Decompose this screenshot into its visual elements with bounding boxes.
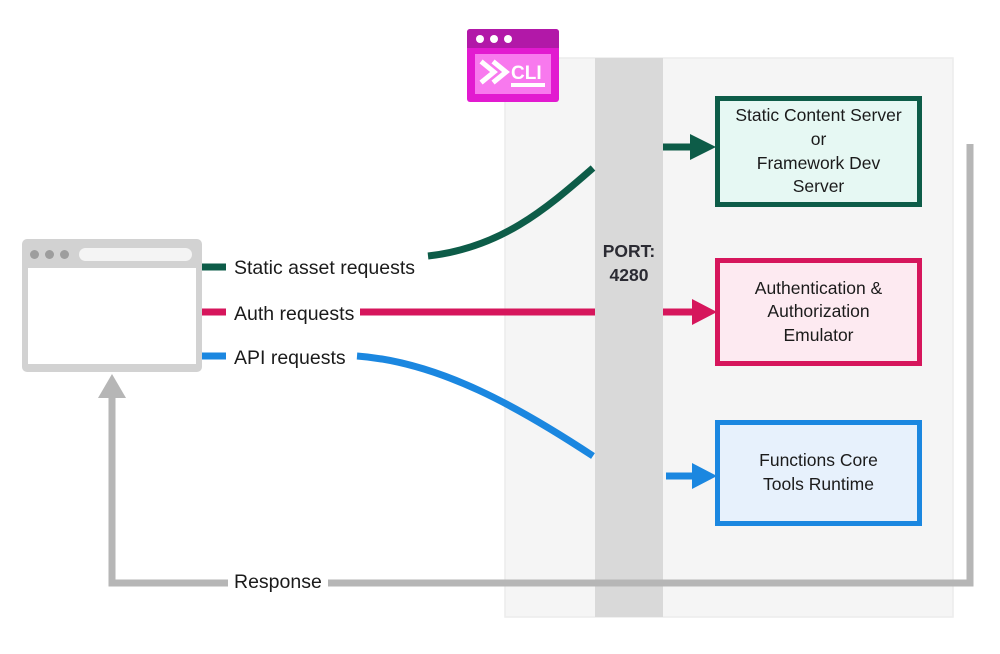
- client-browser-window: [22, 239, 202, 372]
- flow-label-api-requests: API requests: [228, 346, 352, 372]
- port-number: 4280: [609, 264, 649, 285]
- cli-underline: [511, 83, 545, 87]
- api-request-line: [356, 352, 595, 459]
- service-box-auth-emulator: Authentication & Authorization Emulator: [715, 258, 922, 366]
- auth-request-arrowhead: [692, 299, 717, 325]
- port-label-text: PORT:: [602, 241, 656, 261]
- port-label: PORT: 4280: [595, 240, 663, 287]
- service-box-static-content-server: Static Content Server or Framework Dev S…: [715, 96, 922, 207]
- cli-text-label: CLI: [511, 63, 542, 84]
- static-content-server-line1: Static Content Server: [735, 105, 902, 126]
- api-request-arrowhead: [692, 463, 717, 489]
- flow-label-response: Response: [228, 570, 328, 596]
- browser-dot-3-icon: [60, 250, 69, 259]
- cli-prompt-icon: CLI: [479, 59, 545, 87]
- service-box-functions-runtime: Functions Core Tools Runtime: [715, 420, 922, 526]
- flow-label-auth-requests: Auth requests: [228, 302, 361, 328]
- cli-screen: CLI: [475, 54, 551, 94]
- auth-emulator-line1: Authentication &: [754, 277, 883, 298]
- response-arrowhead: [98, 374, 126, 398]
- static-content-server-line2: or: [810, 128, 827, 149]
- browser-url-bar: [79, 248, 192, 261]
- browser-dot-2-icon: [45, 250, 54, 259]
- cli-dot-3-icon: [504, 34, 512, 43]
- static-content-server-line3: Framework Dev Server: [756, 152, 881, 197]
- cli-dot-1-icon: [476, 34, 484, 43]
- port-bar: [595, 58, 663, 617]
- response-line: [108, 144, 974, 587]
- functions-runtime-line2: Tools Runtime: [763, 474, 874, 494]
- functions-runtime-line1: Functions Core: [759, 450, 878, 471]
- swa-cli-icon: CLI: [467, 29, 559, 102]
- static-request-arrowhead: [690, 134, 716, 160]
- cli-dot-2-icon: [490, 34, 498, 43]
- static-request-line: [427, 165, 596, 260]
- cli-titlebar: [467, 29, 559, 48]
- auth-emulator-line2: Authorization Emulator: [767, 301, 870, 345]
- browser-viewport: [28, 268, 196, 364]
- browser-titlebar: [28, 245, 196, 264]
- browser-dot-1-icon: [30, 250, 39, 259]
- flow-label-static-asset-requests: Static asset requests: [228, 256, 422, 282]
